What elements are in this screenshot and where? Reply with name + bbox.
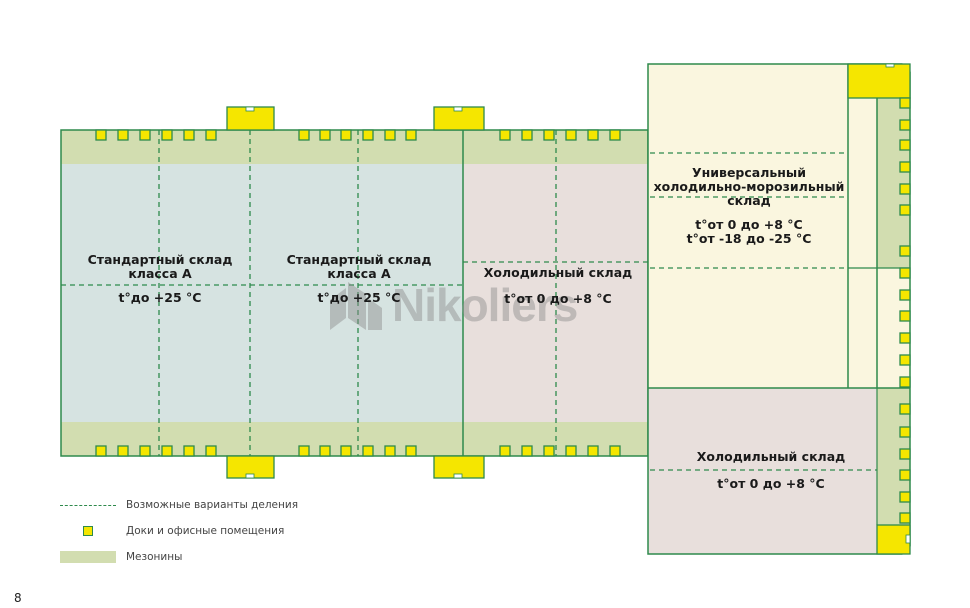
legend-dashed: Возможные варианты деления [60, 497, 298, 513]
legend-mezzanine-swatch [60, 551, 116, 563]
dock-squares [95, 97, 911, 524]
legend-dashed-swatch [60, 504, 116, 506]
legend-docks: Доки и офисные помещения [60, 523, 284, 539]
zone-fill-universal [648, 64, 910, 388]
division-lines [61, 130, 877, 471]
zone-temp: t°до +25 °С [317, 290, 401, 305]
zone-name: Холодильный склад [483, 265, 633, 280]
watermark-logo-icon [330, 282, 382, 330]
zone-name: Стандартный склад класса А [87, 252, 233, 281]
zone-label-std-a-2: Стандартный склад класса А t°до +25 °С [270, 253, 448, 305]
zone-name: Стандартный склад класса А [286, 252, 432, 281]
zone-temp: t°до +25 °С [118, 290, 202, 305]
dock-blocks [226, 63, 911, 555]
legend-docks-label: Доки и офисные помещения [126, 525, 285, 537]
zone-label-cold-1: Холодильный склад t°от 0 до +8 °С [468, 266, 648, 306]
zone-name: Универсальный холодильно-морозильный скл… [653, 165, 845, 208]
zone-label-universal: Универсальный холодильно-морозильный скл… [652, 166, 846, 246]
dock-block-notches [245, 63, 911, 544]
legend-mezzanine-label: Мезонины [126, 551, 183, 563]
zone-label-std-a-1: Стандартный склад класса А t°до +25 °С [72, 253, 248, 305]
legend-dashed-label: Возможные варианты деления [126, 499, 299, 511]
legend-mezzanine: Мезонины [60, 549, 182, 565]
page-number: 8 [14, 591, 22, 605]
watermark: Nikoliers [326, 278, 578, 332]
watermark-text: Nikoliers [392, 279, 578, 331]
zone-temp: t°от 0 до +8 °С [717, 476, 825, 491]
zone-label-cold-2: Холодильный склад t°от 0 до +8 °С [690, 450, 852, 491]
legend-dock-swatch [83, 526, 93, 536]
zone-fill-cold-2 [648, 388, 910, 554]
zone-temp: t°от 0 до +8 °С [695, 217, 803, 232]
zone-fill-standard [61, 130, 463, 456]
zone-temp: t°от 0 до +8 °С [504, 291, 612, 306]
zone-name: Холодильный склад [696, 449, 846, 464]
zone-temp-freezer: t°от -18 до -25 °С [686, 231, 812, 246]
